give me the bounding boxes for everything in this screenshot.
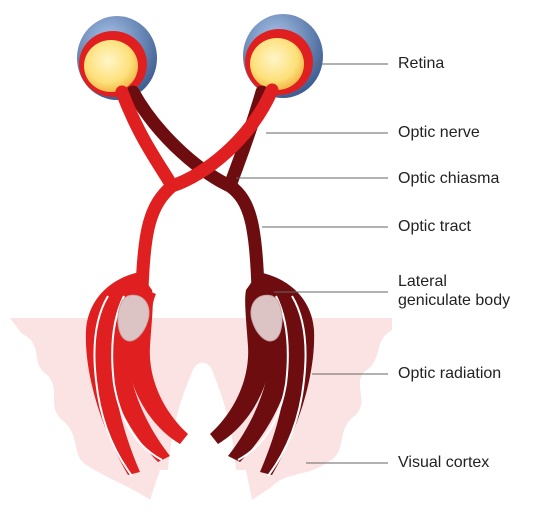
label-retina: Retina bbox=[398, 54, 444, 73]
optic-pathways bbox=[122, 90, 272, 290]
label-optic-tract: Optic tract bbox=[398, 217, 471, 236]
label-visual-cortex: Visual cortex bbox=[398, 453, 489, 472]
visual-cortex-shape bbox=[10, 318, 392, 500]
label-lateral-geniculate-body: Lateral geniculate body bbox=[398, 272, 510, 310]
right-eye bbox=[243, 14, 323, 98]
left-eye bbox=[77, 16, 157, 100]
label-optic-nerve: Optic nerve bbox=[398, 123, 480, 142]
label-optic-radiation: Optic radiation bbox=[398, 364, 501, 383]
label-optic-chiasma: Optic chiasma bbox=[398, 169, 499, 188]
